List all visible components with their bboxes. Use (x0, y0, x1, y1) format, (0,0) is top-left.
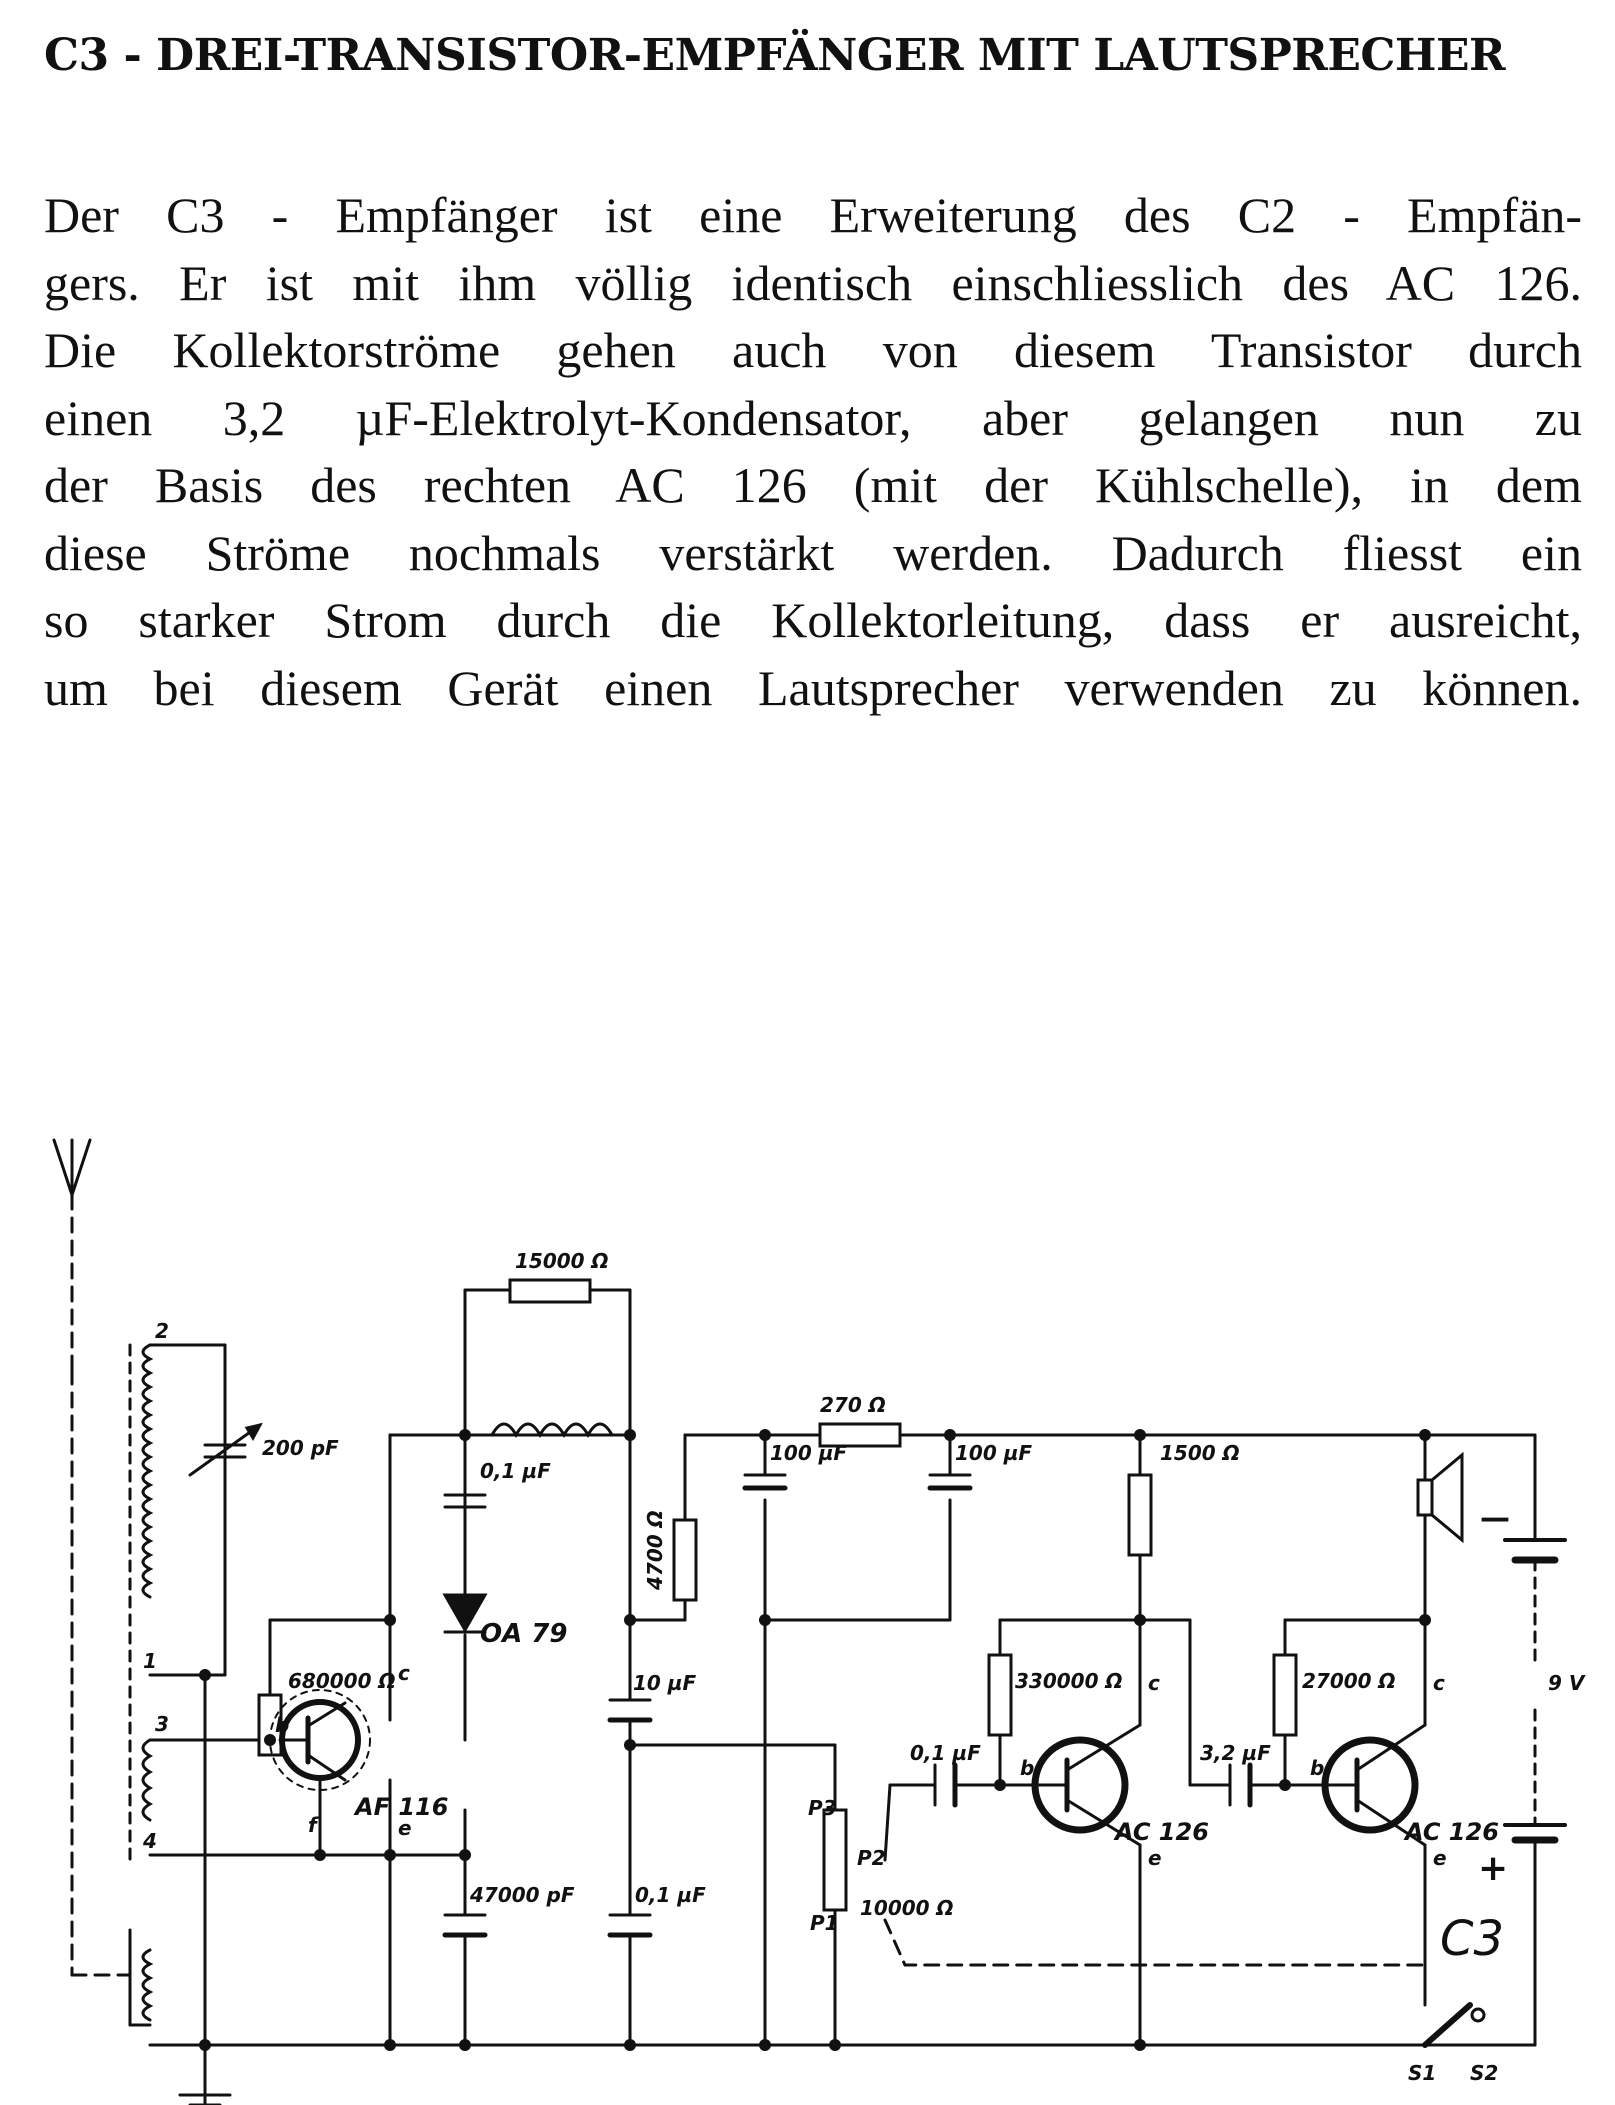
resistor-270 (818, 1422, 902, 1448)
label-pot: 10000 Ω (860, 1896, 954, 1920)
label-c-100uf-a: 100 µF (770, 1441, 847, 1465)
label-r-27000: 27000 Ω (1302, 1669, 1396, 1693)
label-q3-emitter: e (1433, 1846, 1447, 1870)
label-q1-base: b (275, 1713, 289, 1737)
junction-dots (199, 1429, 1431, 2051)
label-s1: S1 (1408, 2061, 1436, 2085)
document-title: C3 - DREI-TRANSISTOR-EMPFÄNGER MIT LAUTS… (44, 30, 1506, 81)
potentiometer (822, 1808, 848, 1912)
speaker-symbol (1416, 1451, 1464, 1544)
paragraph-line: Der C3 - Empfänger ist eine Erweiterung … (44, 187, 1582, 243)
resistor-4700 (672, 1518, 698, 1602)
capacitors (442, 1473, 1253, 1938)
label-q3: AC 126 (1403, 1818, 1499, 1846)
label-r-4700: 4700 Ω (643, 1510, 667, 1591)
paragraph-line: einen 3,2 µF-Elektrolyt-Kondensator, abe… (44, 389, 1582, 446)
transistor-q1 (269, 1689, 371, 1791)
label-q2-collector: c (1148, 1671, 1160, 1695)
label-q1: AF 116 (353, 1793, 448, 1821)
resistor-15000 (508, 1278, 592, 1304)
label-q1-emitter: e (398, 1816, 412, 1840)
label-voltage: 9 V (1548, 1671, 1586, 1695)
label-model: C3 (1440, 1911, 1504, 1967)
label-p1: P1 (810, 1911, 839, 1935)
ground-symbol (178, 2093, 232, 2105)
resistor-1500 (1127, 1473, 1153, 1557)
paragraph-line: diese Ströme nochmals verstärkt werden. … (44, 524, 1582, 581)
paragraph-line: so starker Strom durch die Kollektorleit… (44, 592, 1582, 648)
label-q2: AC 126 (1113, 1818, 1209, 1846)
label-c-01uf-a: 0,1 µF (480, 1459, 551, 1483)
paragraph-line: um bei diesem Gerät einen Lautsprecher v… (44, 659, 1582, 716)
paragraph-line: der Basis des rechten AC 126 (mit der Kü… (44, 457, 1582, 513)
label-r-270: 270 Ω (820, 1393, 886, 1417)
resistors (257, 1278, 1298, 1912)
circuit-schematic: 15000 Ω 270 Ω 200 pF 0,1 µF 4700 Ω 100 µ… (52, 1138, 1586, 2105)
label-p3: P3 (808, 1796, 837, 1820)
tuning-coil (128, 1343, 154, 2027)
transistor-q2 (1031, 1723, 1142, 1847)
label-q1-f: f (308, 1813, 319, 1837)
label-c-01uf-b: 0,1 µF (910, 1741, 981, 1765)
label-c-01uf-c: 0,1 µF (635, 1883, 706, 1907)
label-minus: — (1480, 1501, 1510, 1536)
switch-symbol (1422, 2002, 1537, 2048)
label-diode: OA 79 (480, 1619, 567, 1649)
label-r-330000: 330000 Ω (1015, 1669, 1122, 1693)
label-q3-collector: c (1433, 1671, 1445, 1695)
label-c-47000pf: 47000 pF (469, 1883, 575, 1907)
label-s2: S2 (1470, 2061, 1498, 2085)
choke-coil (490, 1422, 614, 1439)
label-plus: + (1478, 1848, 1508, 1889)
label-coil-2: 2 (155, 1319, 169, 1343)
label-coil-4: 4 (142, 1829, 157, 1853)
resistor-27000 (1272, 1653, 1298, 1737)
label-r-15000: 15000 Ω (515, 1249, 609, 1273)
schematic-labels: 15000 Ω 270 Ω 200 pF 0,1 µF 4700 Ω 100 µ… (142, 1249, 1586, 2085)
paragraph-line: Die Kollektorströme gehen auch von diese… (44, 322, 1582, 378)
label-c-10uf: 10 µF (633, 1671, 697, 1695)
label-q3-base: b (1310, 1756, 1324, 1780)
label-c-32uf: 3,2 µF (1200, 1741, 1271, 1765)
antenna-symbol (52, 1138, 132, 1977)
label-r-1500: 1500 Ω (1160, 1441, 1240, 1465)
paragraph-line: gers. Er ist mit ihm völlig identisch ei… (44, 254, 1582, 311)
label-r-680000: 680000 Ω (288, 1669, 395, 1693)
description-paragraph: Der C3 - Empfänger ist eine Erweiterung … (44, 182, 1582, 722)
label-c-200pf: 200 pF (262, 1436, 339, 1460)
transistor-q3 (1321, 1723, 1427, 1847)
resistor-330000 (987, 1653, 1013, 1737)
label-q2-emitter: e (1148, 1846, 1162, 1870)
battery-symbol (1503, 1538, 1567, 1844)
label-p2: P2 (857, 1846, 886, 1870)
diode-symbol (442, 1593, 488, 1634)
label-coil-3: 3 (155, 1712, 169, 1736)
label-q1-collector: c (398, 1661, 410, 1685)
variable-capacitor (188, 1422, 263, 1477)
label-q2-base: b (1020, 1756, 1034, 1780)
label-coil-1: 1 (143, 1649, 157, 1673)
label-c-100uf-b: 100 µF (955, 1441, 1032, 1465)
